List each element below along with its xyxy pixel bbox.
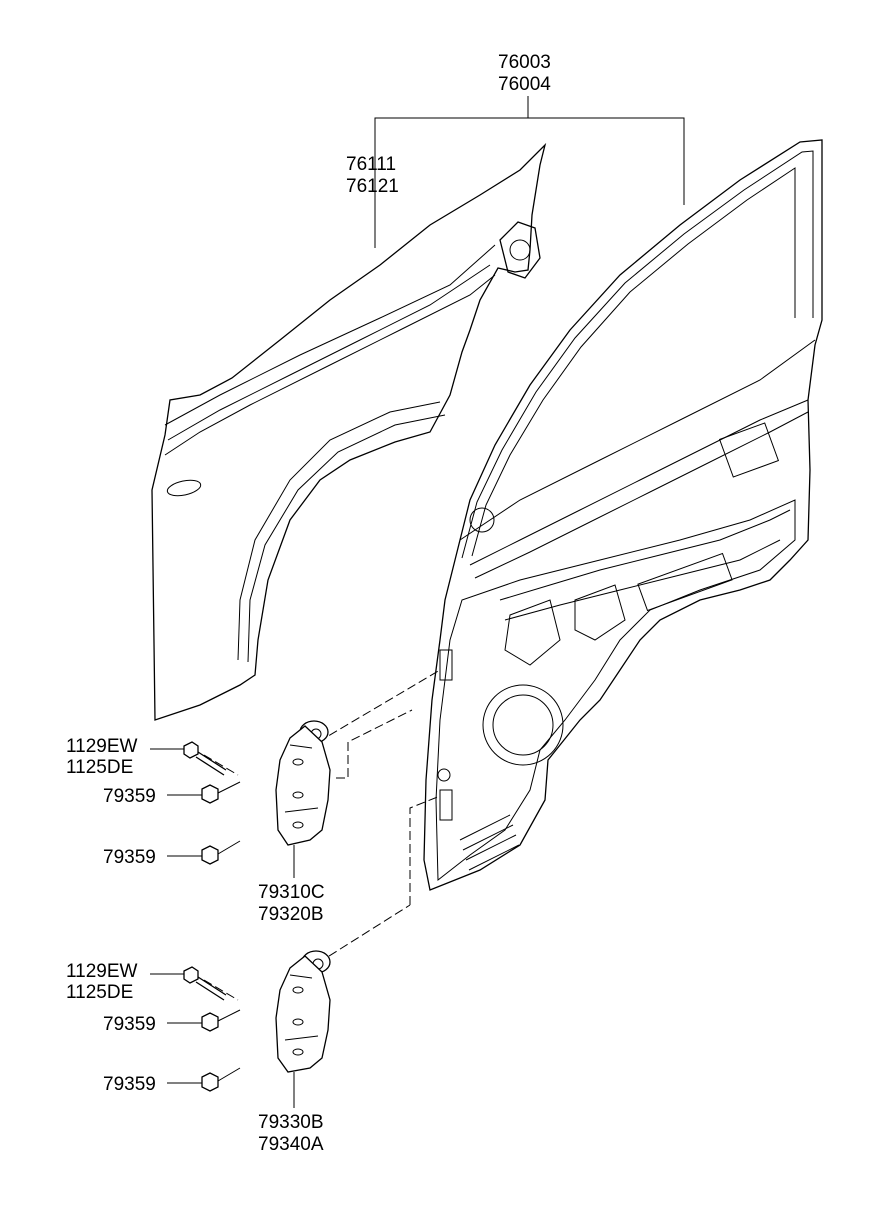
upper-hinge-bends [284,744,319,813]
upper-hinge-hole-1 [292,758,304,766]
label-lower-hinge-bolt: 1129EW 1125DE [66,961,138,1003]
label-outer-panel-line1: 76111 [346,154,396,175]
guide-lower-hinge-1 [317,904,411,964]
lower-hinge-plate [275,955,331,1073]
assembly-guide-lines [203,669,441,1001]
mirror-mount-hole [509,239,531,261]
inner-panel-cutout-upper [718,422,780,478]
mirror-mount [499,221,541,279]
label-upper-bolt-line1: 1129EW [66,736,138,757]
label-lower-nut-2: 79359 [103,1074,156,1095]
upper-bolt-shank-2 [195,756,225,776]
label-lower-bolt-line2: 1125DE [66,982,133,1003]
label-upper-bolt-line2: 1125DE [66,757,133,778]
upper-nut-2-stud [217,840,241,855]
label-lower-bolt-line1: 1129EW [66,961,138,982]
speaker-opening-inner [492,694,554,756]
label-door-assy-line1: 76003 [498,52,551,73]
label-upper-nut-1: 79359 [103,786,156,807]
lower-nut-2-body [201,1072,219,1092]
mirror-bolt-hole [469,507,495,533]
lower-hinge [275,950,331,1073]
upper-hinge-nut-2 [201,840,241,865]
lower-bolt-shank [197,976,227,996]
speaker-opening-outer [482,684,564,766]
lower-hinge-bolt [183,966,227,1001]
window-frame-inner-1 [461,150,814,559]
leader-lines [150,96,685,1108]
upper-hinge-set [183,720,331,865]
door-assembly [423,139,823,891]
inner-panel-outline [435,499,796,882]
label-lower-nut-1: 79359 [103,1014,156,1035]
lower-hinge-set [183,950,331,1092]
lower-hinge-nut-2 [201,1067,241,1092]
label-upper-hinge: 79310C 79320B [258,882,325,925]
label-door-assy-line2: 76004 [498,74,551,95]
belt-line-1 [469,399,809,566]
upper-nut-1-body [201,784,219,804]
upper-nut-1-stud [217,781,241,794]
outer-panel-character-line-1 [164,274,496,456]
outer-panel-wheel-arch-1 [237,401,441,661]
upper-hinge-hole-3 [292,821,304,829]
label-lower-hinge: 79330B 79340A [258,1112,324,1155]
guide-upper-hinge-2 [336,709,413,779]
leader-door-assy-bracket [374,117,685,205]
lower-bolt-shank-2 [195,981,225,1001]
guide-upper-hinge-1 [317,669,441,743]
lower-hinge-hole-1 [292,986,304,994]
outer-panel-character-line-3 [164,244,496,426]
inner-panel-cutout-front [504,599,561,666]
upper-hinge-hole-2 [292,791,304,799]
lower-hinge-hole-2 [292,1018,304,1026]
label-lower-hinge-line1: 79330B [258,1112,324,1133]
upper-hinge [275,720,331,846]
lower-hinge-nut-1 [201,1009,241,1032]
upper-hinge-bolt [183,741,227,776]
label-outer-panel-line2: 76121 [346,176,399,197]
label-outer-panel: 76111 76121 [346,154,399,197]
inner-reinforcement-1 [499,509,791,601]
guide-upper-bolt [203,754,239,776]
lower-hinge-hole-3 [292,1048,304,1056]
upper-nut-2-body [201,845,219,865]
drain-slots [459,814,520,871]
upper-hinge-plate [275,725,331,846]
inner-panel-cutout-lower [637,552,733,612]
guide-lower-bolt [203,979,239,1001]
lower-hinge-mount-pad [439,789,453,821]
lower-nut-1-body [201,1012,219,1032]
belt-line-2 [474,411,809,579]
upper-hinge-mount-pad [439,649,453,681]
upper-bolt-shank [197,751,227,771]
check-strap-hole [437,768,451,782]
upper-bolt-head [183,741,199,759]
inner-panel-cutout-mid [574,584,626,641]
window-frame-inner-2 [471,167,796,557]
label-upper-hinge-bolt: 1129EW 1125DE [66,736,138,778]
outer-panel-character-line-2 [167,264,491,441]
door-handle-recess [166,479,202,497]
label-upper-hinge-line1: 79310C [258,882,325,903]
outer-panel-wheel-arch-2 [247,414,446,663]
lower-hinge-bends [284,974,319,1041]
label-door-assy: 76003 76004 [498,52,551,95]
outer-door-panel [151,142,547,721]
window-sash-line [459,339,816,541]
label-upper-hinge-line2: 79320B [258,904,324,925]
upper-hinge-nut-1 [201,781,241,804]
guide-lower-hinge-2 [409,795,441,905]
door-frame-outline [423,139,823,891]
inner-reinforcement-2 [504,539,781,621]
lower-nut-2-stud [217,1067,241,1082]
label-upper-nut-2: 79359 [103,847,156,868]
label-lower-hinge-line2: 79340A [258,1134,324,1155]
lower-nut-1-stud [217,1009,241,1022]
outer-panel-outline [151,142,547,721]
lower-bolt-head [183,966,199,984]
